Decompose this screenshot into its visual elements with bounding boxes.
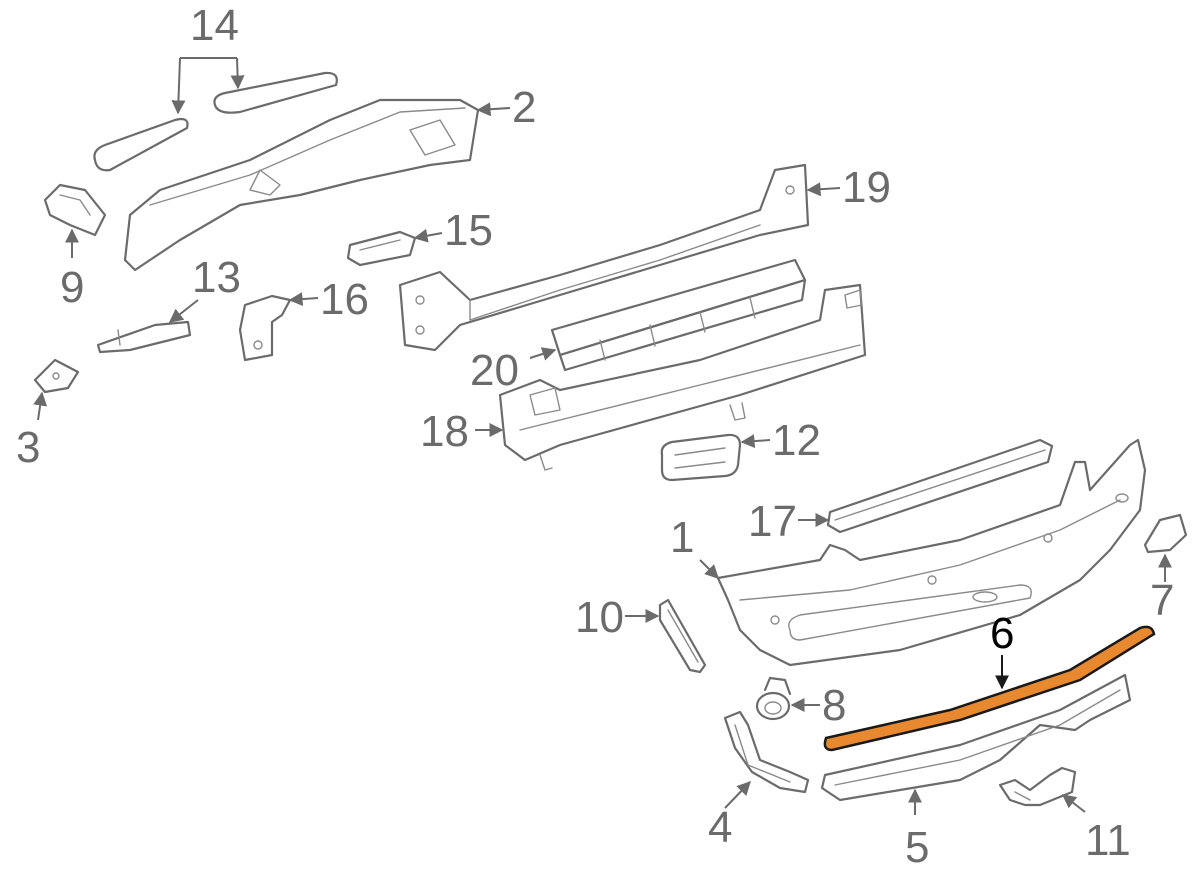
part-7-cap bbox=[1143, 513, 1188, 554]
part-5-lower-valance bbox=[820, 673, 1132, 802]
callout-20-leader bbox=[529, 347, 557, 361]
callout-12-leader bbox=[740, 434, 771, 449]
part-1-bumper-cover bbox=[716, 438, 1147, 667]
callout-14-leader bbox=[171, 57, 245, 115]
part-18-impact-bar bbox=[498, 283, 867, 471]
callout-15-leader bbox=[413, 228, 443, 243]
part-3-bracket bbox=[33, 358, 80, 394]
callout-6: 6 bbox=[990, 609, 1014, 658]
callout-15: 15 bbox=[444, 206, 493, 255]
callout-5: 5 bbox=[905, 823, 929, 872]
part-19-reinforcement-bar bbox=[398, 163, 810, 352]
callout-19: 19 bbox=[842, 163, 891, 212]
callout-16: 16 bbox=[320, 275, 369, 324]
part-11-tow-cover bbox=[998, 766, 1077, 807]
callout-1: 1 bbox=[670, 513, 694, 562]
part-9-bracket bbox=[43, 183, 107, 237]
callout-13-leader bbox=[168, 299, 199, 323]
callout-4-leader bbox=[724, 780, 751, 809]
part-8-parking-sensor bbox=[755, 676, 792, 721]
callout-2: 2 bbox=[512, 83, 536, 132]
part-2-bumper-support bbox=[123, 98, 480, 272]
part-14-trim-strips bbox=[93, 71, 338, 172]
part-17-support-strip bbox=[826, 438, 1054, 534]
callout-9: 9 bbox=[60, 263, 84, 312]
part-6-bumper-molding bbox=[823, 625, 1156, 752]
callout-11-leader bbox=[1061, 794, 1086, 813]
part-20-energy-absorber bbox=[550, 258, 807, 372]
callout-8: 8 bbox=[822, 681, 846, 730]
callout-11: 11 bbox=[1085, 816, 1131, 865]
callout-18: 18 bbox=[420, 407, 469, 456]
callout-12: 12 bbox=[772, 416, 821, 465]
part-15-clip bbox=[346, 230, 417, 267]
callout-1-leader bbox=[699, 559, 719, 579]
callout-19-leader bbox=[806, 182, 841, 197]
callout-2-leader bbox=[476, 102, 511, 117]
callout-13: 13 bbox=[192, 253, 241, 302]
callout-3: 3 bbox=[16, 423, 40, 472]
part-16-bracket bbox=[238, 294, 292, 362]
callout-16-leader bbox=[288, 292, 319, 307]
part-4-corner-trim bbox=[723, 710, 810, 794]
callout-10: 10 bbox=[575, 593, 624, 642]
part-10-side-bracket bbox=[658, 598, 707, 674]
callout-3-leader bbox=[33, 391, 48, 421]
part-12-trim-plate bbox=[660, 433, 742, 482]
part-13-bracket bbox=[96, 320, 192, 354]
callout-14: 14 bbox=[190, 1, 239, 50]
callout-20: 20 bbox=[470, 346, 519, 395]
callout-17: 17 bbox=[748, 497, 797, 546]
callout-7: 7 bbox=[1150, 576, 1174, 625]
callout-4: 4 bbox=[708, 803, 732, 852]
